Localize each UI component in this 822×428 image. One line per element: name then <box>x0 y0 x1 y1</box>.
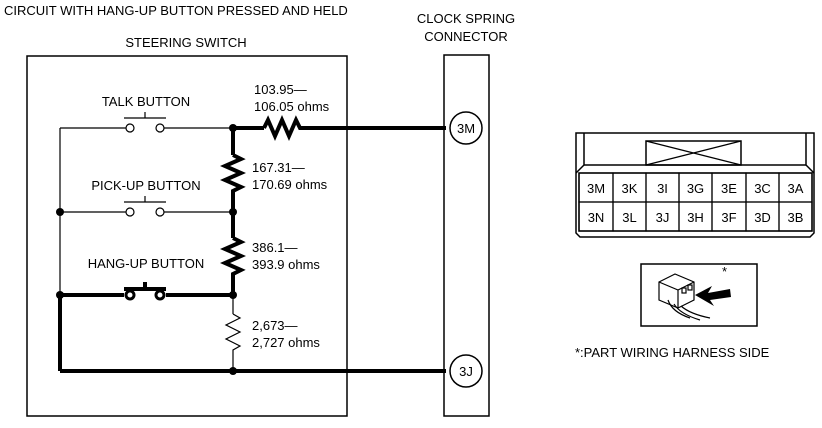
hangup-button-switch <box>124 282 166 301</box>
pickup-button-switch <box>124 196 166 217</box>
connector-pin-label: 3E <box>721 181 737 196</box>
connector-pin-label: 3A <box>788 181 804 196</box>
connector-pin-label: 3J <box>656 210 670 225</box>
resistor-3-value-line1: 386.1— <box>252 240 298 255</box>
connector-pin-label: 3D <box>754 210 771 225</box>
pickup-button-label: PICK-UP BUTTON <box>91 178 200 193</box>
clock-spring-label-line1: CLOCK SPRING <box>417 11 515 26</box>
connector-pin-label: 3G <box>687 181 704 196</box>
thin-wires <box>59 127 234 371</box>
connector-pin-label: 3N <box>588 210 605 225</box>
resistor-4-symbol <box>224 313 242 354</box>
harness-note: *:PART WIRING HARNESS SIDE <box>575 345 770 360</box>
clock-spring-connector <box>443 54 490 417</box>
resistor-1-value-line1: 103.95— <box>254 82 307 97</box>
arrow-icon <box>695 286 731 306</box>
clock-spring-label-line2: CONNECTOR <box>424 29 508 44</box>
steering-switch-box <box>26 55 348 417</box>
resistor-2-value-line1: 167.31— <box>252 160 305 175</box>
connector-pin-label: 3M <box>587 181 605 196</box>
connector-pin-label: 3K <box>622 181 638 196</box>
connector-pin-label: 3B <box>788 210 804 225</box>
resistor-2-value-line2: 170.69 ohms <box>252 177 328 192</box>
talk-button-switch <box>124 112 166 133</box>
resistor-3-value-line2: 393.9 ohms <box>252 257 320 272</box>
resistor-3-symbol <box>220 236 246 278</box>
pin-3m-label: 3M <box>457 121 475 136</box>
junction-dots <box>56 124 237 375</box>
connector-pin-label: 3C <box>754 181 771 196</box>
resistor-1-value-line2: 106.05 ohms <box>254 99 330 114</box>
connector-pin-label: 3F <box>721 210 736 225</box>
resistor-2-symbol <box>220 153 246 195</box>
resistor-4-value-line2: 2,727 ohms <box>252 335 320 350</box>
hangup-button-label: HANG-UP BUTTON <box>88 256 205 271</box>
connector-pin-label: 3H <box>687 210 704 225</box>
connector-pin-label: 3I <box>657 181 668 196</box>
pin-3m-circle <box>449 111 483 145</box>
thick-wires <box>58 126 446 373</box>
pin-3j-label: 3J <box>459 364 473 379</box>
pin-3j-circle <box>449 354 483 388</box>
talk-button-label: TALK BUTTON <box>102 94 190 109</box>
connector-pin-label: 3L <box>622 210 636 225</box>
connector-pin-cell <box>778 201 813 232</box>
harness-asterisk: * <box>722 264 727 279</box>
resistor-1-symbol <box>262 115 304 141</box>
harness-side-icon <box>640 263 758 327</box>
connector-pin-grid: 3M 3K 3I 3G 3E 3C 3A 3N 3L 3J 3H 3F 3D 3B <box>578 172 813 232</box>
diagram-title: CIRCUIT WITH HANG-UP BUTTON PRESSED AND … <box>4 3 348 18</box>
resistor-4-value-line1: 2,673— <box>252 318 298 333</box>
steering-switch-label: STEERING SWITCH <box>125 35 246 50</box>
